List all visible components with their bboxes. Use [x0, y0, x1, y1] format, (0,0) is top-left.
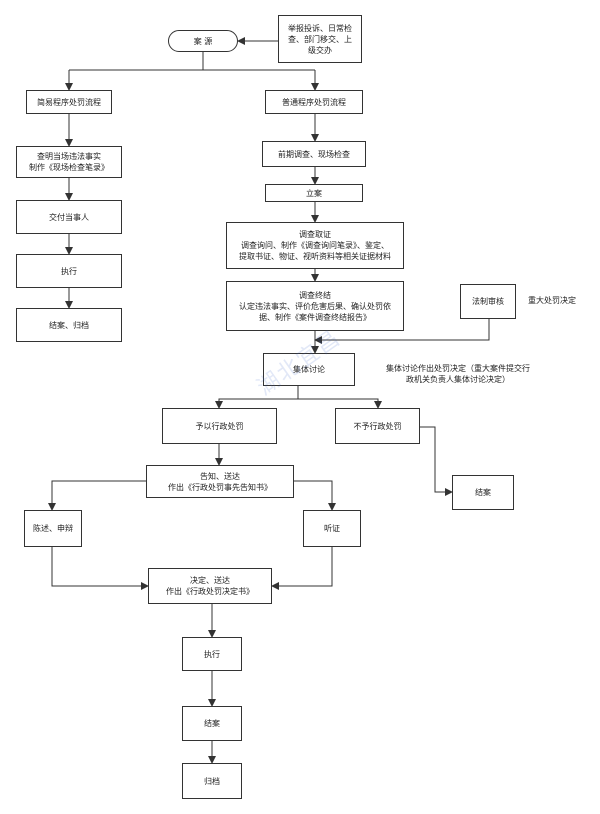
node-close-no-penalty-text: 结案 — [475, 488, 491, 497]
node-collective-text: 集体讨论 — [293, 365, 325, 374]
node-normal-process: 普通程序处罚流程 — [265, 90, 363, 114]
label-collective-note-text: 集体讨论作出处罚决定（重大案件提交行 政机关负责人集体讨论决定） — [386, 364, 530, 384]
node-give-penalty-text: 予以行政处罚 — [195, 421, 244, 431]
node-no-penalty-text: 不予行政处罚 — [353, 421, 402, 431]
node-archive: 归档 — [182, 763, 242, 799]
node-no-penalty: 不予行政处罚 — [335, 408, 420, 444]
node-give-penalty: 予以行政处罚 — [162, 408, 277, 444]
node-report-text: 举报投诉、日常检 查、部门移交、上 级交办 — [288, 23, 352, 55]
label-major-decision: 重大处罚决定 — [528, 295, 576, 306]
node-investigation-text: 调查取证 调查询问、制作《调查询问笔录》、鉴定、 提取书证、物证、视听资料等相关… — [239, 230, 391, 261]
connector-collective-nopenalty — [298, 398, 382, 409]
connector-notify-hearing — [294, 480, 336, 511]
node-simple-verify-text: 查明当场违法事实 制作《现场检查笔录》 — [29, 152, 109, 172]
node-notify: 告知、送达 作出《行政处罚事先告知书》 — [146, 465, 294, 498]
node-close-no-penalty: 结案 — [452, 475, 514, 510]
node-collective: 集体讨论 — [263, 353, 355, 386]
node-execute: 执行 — [182, 637, 242, 671]
node-deliver-party: 交付当事人 — [16, 200, 122, 234]
node-register: 立案 — [265, 184, 363, 202]
node-archive-text: 归档 — [204, 776, 220, 786]
node-simple-process: 简易程序处罚流程 — [26, 90, 112, 114]
node-legal-review-text: 法制审核 — [472, 297, 504, 306]
node-investigation-end-text: 调查终结 认定违法事实、评价危害后果、确认处罚依 据、制作《案件调查终结报告》 — [239, 290, 391, 322]
node-deliver-party-text: 交付当事人 — [49, 212, 89, 222]
node-pre-investigation-text: 前期调查、现场检查 — [278, 149, 350, 159]
connector-nopenalty-close — [420, 426, 453, 496]
node-close: 结案 — [182, 706, 242, 741]
node-simple-verify: 查明当场违法事实 制作《现场检查笔录》 — [16, 146, 122, 178]
node-simple-close: 结案、归档 — [16, 308, 122, 342]
node-decision: 决定、送达 作出《行政处罚决定书》 — [148, 568, 272, 604]
label-major-decision-text: 重大处罚决定 — [528, 296, 576, 305]
connector-legal-review — [314, 319, 490, 344]
node-report: 举报投诉、日常检 查、部门移交、上 级交办 — [278, 15, 362, 63]
node-close-text: 结案 — [204, 719, 220, 728]
node-source-text: 案 源 — [193, 36, 213, 46]
node-hearing-text: 听证 — [324, 524, 340, 533]
node-pre-investigation: 前期调查、现场检查 — [262, 141, 366, 167]
label-collective-note: 集体讨论作出处罚决定（重大案件提交行 政机关负责人集体讨论决定） — [368, 352, 548, 385]
connector-hearing-decision — [271, 547, 333, 590]
connector-notify-statement — [48, 480, 146, 511]
node-source: 案 源 — [168, 30, 238, 52]
node-simple-process-text: 简易程序处罚流程 — [37, 97, 101, 107]
node-simple-close-text: 结案、归档 — [49, 320, 89, 330]
node-normal-process-text: 普通程序处罚流程 — [282, 97, 346, 107]
node-notify-text: 告知、送达 作出《行政处罚事先告知书》 — [168, 471, 272, 492]
node-hearing: 听证 — [303, 510, 361, 547]
node-simple-execute: 执行 — [16, 254, 122, 288]
node-statement-text: 陈述、申辩 — [33, 524, 73, 533]
node-statement: 陈述、申辩 — [24, 510, 82, 547]
node-decision-text: 决定、送达 作出《行政处罚决定书》 — [166, 576, 254, 596]
node-legal-review: 法制审核 — [460, 284, 516, 319]
node-investigation: 调查取证 调查询问、制作《调查询问笔录》、鉴定、 提取书证、物证、视听资料等相关… — [226, 222, 404, 269]
node-investigation-end: 调查终结 认定违法事实、评价危害后果、确认处罚依 据、制作《案件调查终结报告》 — [226, 281, 404, 331]
connector-collective-split — [215, 386, 299, 409]
node-register-text: 立案 — [306, 188, 322, 198]
node-execute-text: 执行 — [204, 649, 220, 659]
connector-statement-decision — [51, 547, 149, 590]
node-simple-execute-text: 执行 — [61, 266, 77, 276]
